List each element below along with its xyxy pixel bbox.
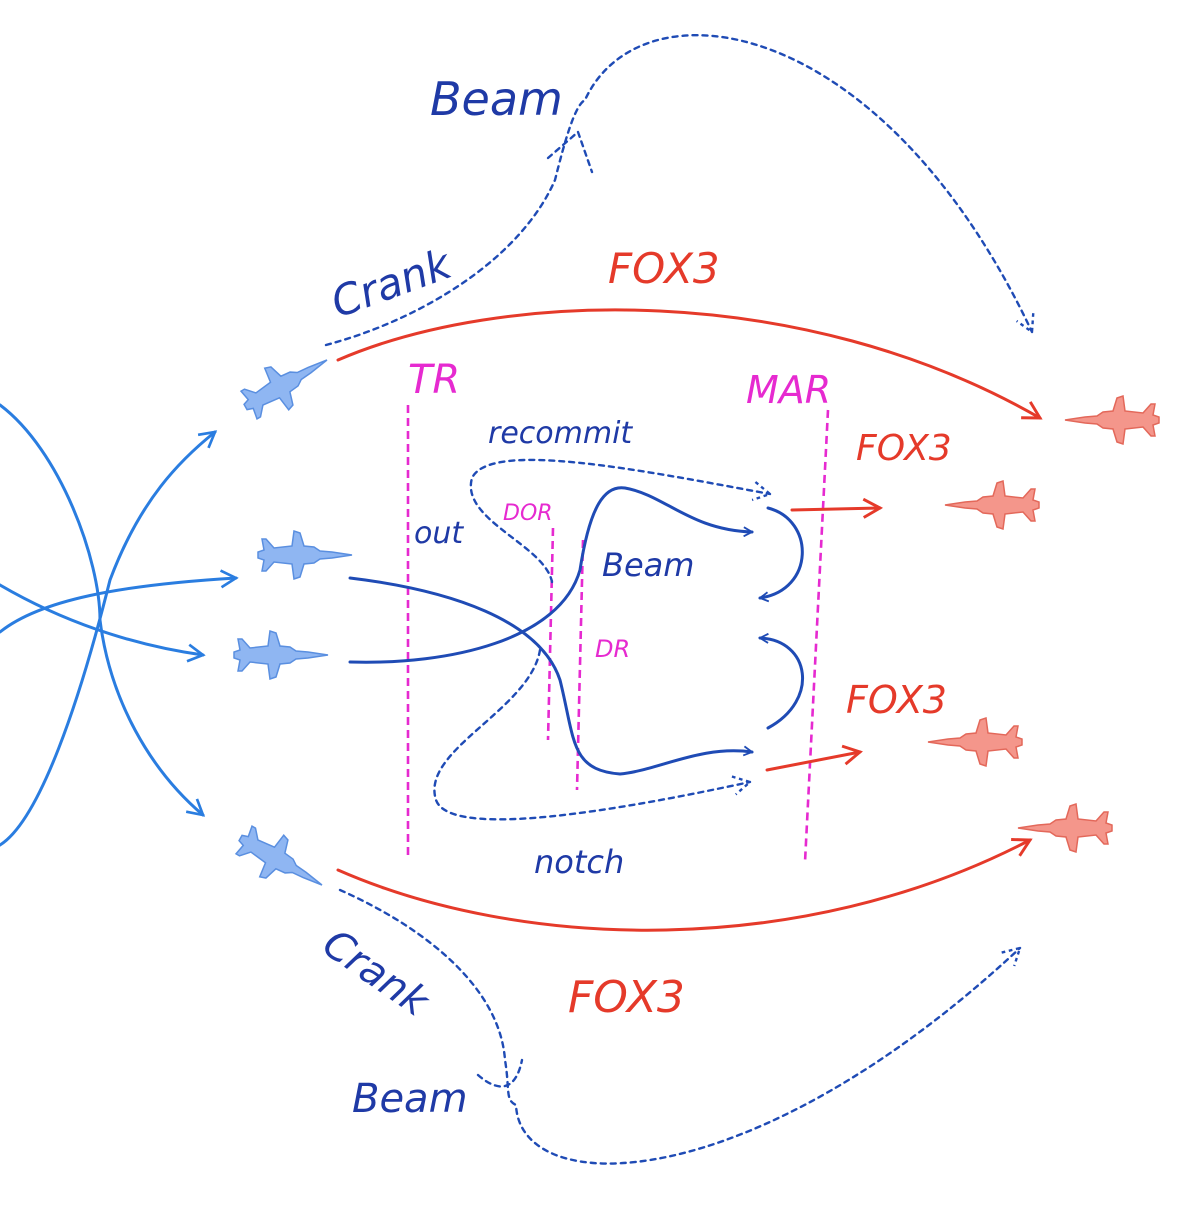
entry-path-to-lower-mid-jet (0, 583, 206, 663)
fighter-jet-icon (1064, 395, 1160, 445)
crank-beam-top-path (324, 34, 1032, 345)
fox3-lower-right-path (765, 744, 863, 772)
entry-path-to-bottom-jet (0, 403, 206, 817)
entry-paths (0, 403, 239, 847)
fox3-top-label: FOX3 (608, 244, 720, 293)
dashed-paths (324, 34, 1032, 1165)
fighter-jet-icon (257, 530, 353, 580)
mar-label: MAR (746, 368, 831, 412)
fighter-jet-icon (233, 630, 329, 680)
fox3-upper-right-label: FOX3 (856, 428, 952, 469)
upper-beam-path (348, 486, 752, 664)
tr-label: TR (408, 357, 460, 403)
fighter-jet-icon (232, 338, 340, 429)
notch-path (433, 648, 750, 821)
dor-label: DOR (503, 501, 553, 526)
entry-path-to-top-jet (0, 430, 218, 847)
notch-label: notch (534, 843, 624, 881)
fighter-jet-icon (1017, 803, 1113, 853)
missile-paths (336, 308, 1043, 932)
recommit-label: recommit (488, 416, 633, 451)
out-label: out (414, 516, 464, 551)
crank-beam-bottom-path (338, 888, 1020, 1165)
fox3-bottom-path (336, 838, 1033, 932)
crank-top-label: Crank (325, 239, 459, 328)
dr-label: DR (595, 635, 630, 663)
beam-top-label: Beam (430, 72, 563, 126)
recommit-path (469, 458, 770, 584)
upper-recommit-turn (760, 506, 804, 598)
fighter-jet-icon (227, 816, 335, 907)
fighter-jet-icon (927, 717, 1023, 767)
beam-bottom-label: Beam (352, 1076, 468, 1122)
fox3-upper-right-path (790, 497, 884, 519)
fox3-lower-right-label: FOX3 (846, 678, 947, 722)
crank-beam-bottom-hook (476, 1058, 524, 1088)
crank-bottom-label: Crank (314, 921, 438, 1027)
lower-beam-path (348, 576, 752, 776)
friendly-jets (227, 338, 353, 907)
crank-beam-top-spur (576, 130, 594, 174)
lower-recommit-turn (760, 638, 804, 730)
fighter-jet-icon (944, 480, 1040, 530)
dor-line (546, 527, 555, 741)
fox3-top-path (336, 308, 1043, 420)
mar-line (803, 409, 830, 863)
labels: Beam Crank FOX3 TR MAR recommit FOX3 out… (314, 72, 951, 1122)
range-lines (406, 405, 830, 863)
fox3-bottom-label: FOX3 (568, 972, 685, 1023)
hostile-jets (927, 395, 1160, 853)
entry-path-to-upper-mid-jet (0, 569, 239, 634)
crank-beam-top-arrow (546, 130, 580, 160)
beam-mid-label: Beam (602, 546, 694, 584)
